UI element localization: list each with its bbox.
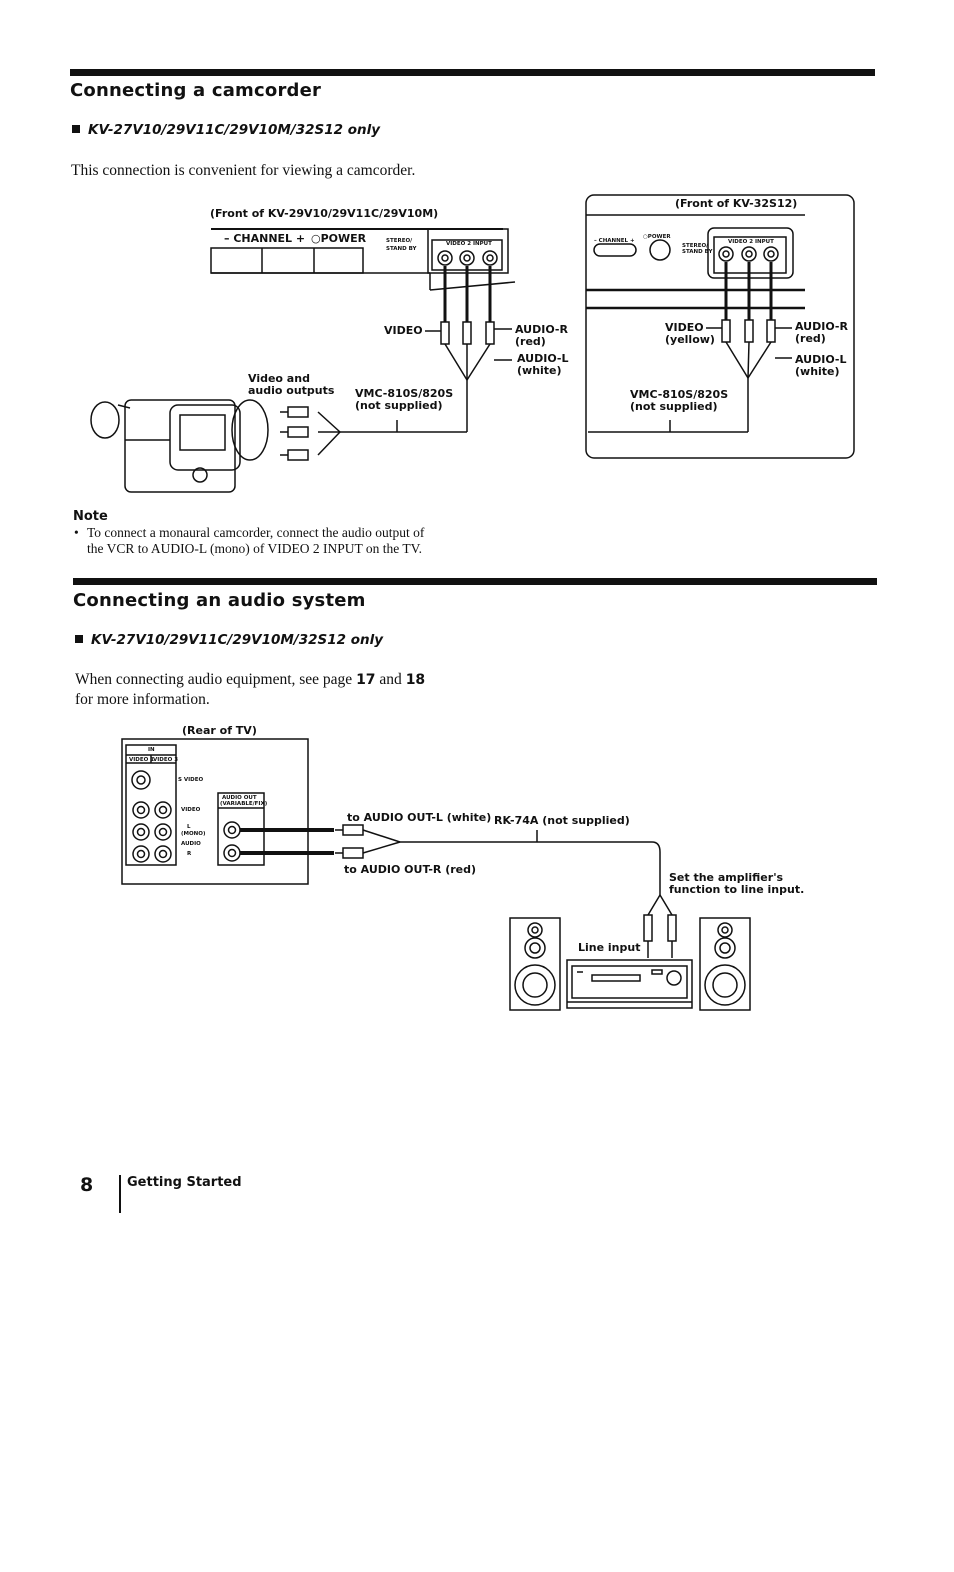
audio-out-label: AUDIO OUT: [222, 795, 257, 801]
camcorder-label-2: audio outputs: [248, 384, 335, 397]
line-input-label: Line input: [578, 941, 641, 954]
stereo-label: STEREO/: [386, 238, 413, 244]
variable-fixed-label: (VARIABLE/FIX): [220, 801, 268, 807]
footer-section-name: Getting Started: [127, 1175, 242, 1190]
note-heading: Note: [73, 509, 108, 524]
rear-caption: (Rear of TV): [182, 724, 257, 737]
amp-note-2: function to line input.: [669, 883, 805, 896]
model-list-camcorder: KV-27V10/29V11C/29V10M/32S12 only: [72, 122, 380, 138]
audio-port-label: AUDIO: [181, 841, 201, 847]
note-line-1: To connect a monaural camcorder, connect…: [87, 525, 425, 540]
front-b-caption: (Front of KV-32S12): [675, 197, 798, 210]
to-audio-out-r: to AUDIO OUT-R (red): [344, 863, 477, 876]
audio-l-label: AUDIO-L: [517, 352, 569, 365]
audio-r-color: (red): [515, 335, 546, 348]
in-label: IN: [148, 747, 155, 753]
section-title-audio: Connecting an audio system: [73, 590, 366, 611]
camcorder-intro: This connection is convenient for viewin…: [71, 162, 416, 179]
footer-divider: [119, 1175, 121, 1213]
b-cable-label: VMC-810S/820S: [630, 388, 729, 401]
amp-note-1: Set the amplifier's: [669, 871, 784, 884]
bullet-square-icon: [72, 125, 80, 133]
page-ref-a: 17: [356, 672, 376, 688]
audio-intro-b: for more information.: [75, 691, 210, 708]
bullet-square-icon: [75, 635, 83, 643]
b-video-label: VIDEO: [665, 321, 704, 334]
camcorder-label-1: Video and: [248, 372, 310, 385]
page-number: 8: [80, 1174, 94, 1196]
video2-input-label: VIDEO 2 INPUT: [446, 241, 492, 247]
audio-intro-and: and: [375, 671, 406, 688]
model-list-text: KV-27V10/29V11C/29V10M/32S12 only: [88, 122, 381, 138]
r-port-label: R: [187, 851, 192, 857]
b-cable-note: (not supplied): [630, 400, 718, 413]
front-a-caption: (Front of KV-29V10/29V11C/29V10M): [210, 207, 439, 220]
note-line-2: the VCR to AUDIO-L (mono) of VIDEO 2 INP…: [87, 541, 422, 556]
video1-label: VIDEO 1: [129, 757, 155, 763]
svideo-label: S VIDEO: [178, 777, 204, 783]
rk74a-cable-label: RK-74A (not supplied): [494, 814, 630, 827]
cable-note: (not supplied): [355, 399, 443, 412]
video3-label: VIDEO 3: [153, 757, 179, 763]
b-video-color: (yellow): [665, 333, 715, 346]
b-channel-label: – CHANNEL +: [594, 238, 635, 244]
model-list-text-audio: KV-27V10/29V11C/29V10M/32S12 only: [91, 632, 384, 648]
model-list-audio: KV-27V10/29V11C/29V10M/32S12 only: [75, 632, 383, 648]
audio-intro-a: When connecting audio equipment, see pag…: [75, 671, 357, 688]
section-title-camcorder: Connecting a camcorder: [70, 80, 322, 101]
standby-label: STAND BY: [386, 246, 417, 252]
b-video2-input-label: VIDEO 2 INPUT: [728, 239, 774, 245]
mono-label: (MONO): [181, 831, 206, 837]
section-rule-top: [70, 69, 875, 76]
power-label: ○POWER: [311, 232, 367, 245]
l-port-label: L: [187, 824, 191, 830]
audio-r-label: AUDIO-R: [515, 323, 568, 336]
audio-l-color: (white): [517, 364, 562, 377]
note-bullet: •: [74, 525, 79, 540]
b-audio-l-label: AUDIO-L: [795, 353, 847, 366]
section-rule-audio: [73, 578, 877, 585]
b-audio-r-color: (red): [795, 332, 826, 345]
channel-label: – CHANNEL +: [224, 232, 306, 245]
page-ref-b: 18: [405, 672, 426, 688]
b-stereo-label: STEREO/: [682, 243, 709, 249]
b-standby-label: STAND BY: [682, 249, 713, 255]
cable-label: VMC-810S/820S: [355, 387, 454, 400]
b-audio-r-label: AUDIO-R: [795, 320, 848, 333]
video-port-label: VIDEO: [181, 807, 201, 813]
video-label: VIDEO: [384, 324, 423, 337]
b-audio-l-color: (white): [795, 365, 840, 378]
b-power-label: ○POWER: [643, 234, 671, 240]
to-audio-out-l: to AUDIO OUT-L (white): [347, 811, 492, 824]
audio-intro: When connecting audio equipment, see pag…: [75, 670, 495, 710]
